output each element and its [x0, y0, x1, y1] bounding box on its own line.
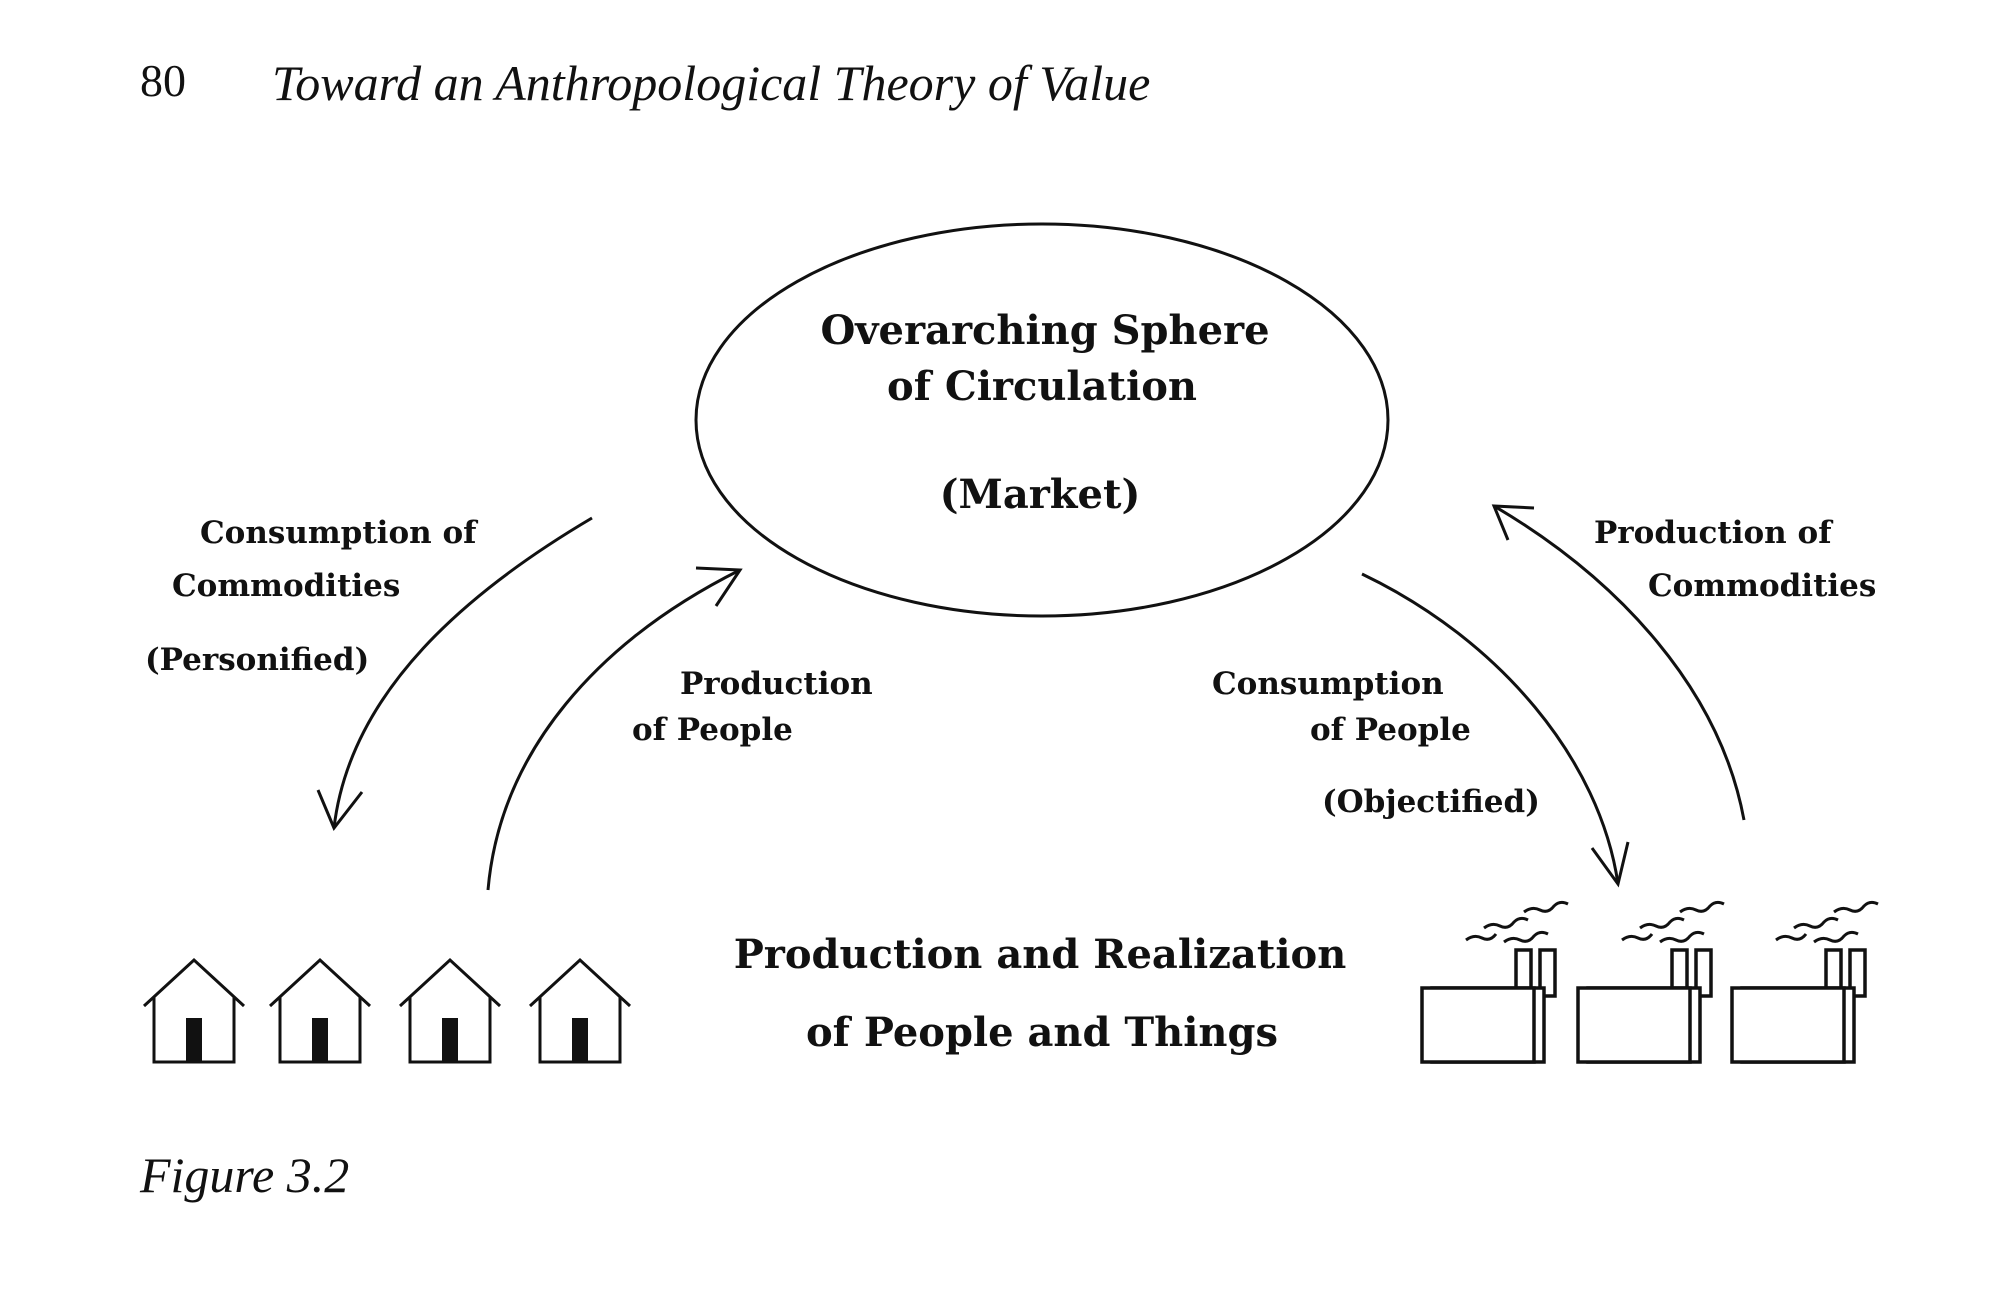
production-realization-line1: Production and Realization [734, 931, 1347, 978]
house-icon [268, 958, 372, 1064]
production-of-commodities-line1: Production of [1594, 515, 1833, 551]
figure-caption: Figure 3.2 [140, 1147, 350, 1203]
factory-icon [1730, 900, 1880, 1064]
production-realization-line2: of People and Things [806, 1009, 1278, 1056]
production-of-people-line1: Production [680, 666, 873, 702]
factory-icons [1420, 900, 1880, 1064]
market-title-line1: Overarching Sphere [820, 307, 1269, 354]
arrow-production-of-commodities [1491, 504, 1746, 821]
house-icon [142, 958, 246, 1064]
market-ellipse [694, 222, 1390, 618]
consumption-of-people-qualifier: (Objectified) [1322, 784, 1540, 820]
market-title-line2: of Circulation [887, 363, 1197, 410]
arrow-consumption-of-commodities [316, 516, 593, 831]
arrow-consumption-of-people [1361, 572, 1630, 888]
consumption-of-commodities-line2: Commodities [172, 568, 400, 604]
house-icons [142, 958, 632, 1064]
house-icon [528, 958, 632, 1064]
production-of-people-line2: of People [632, 712, 793, 748]
running-header-title: Toward an Anthropological Theory of Valu… [272, 55, 1151, 111]
arrow-production-of-people [486, 566, 743, 891]
consumption-of-commodities-line1: Consumption of [200, 515, 478, 551]
factory-icon [1576, 900, 1726, 1064]
factory-icon [1420, 900, 1570, 1064]
consumption-of-people-line1: Consumption [1212, 666, 1444, 702]
page-number: 80 [140, 55, 186, 106]
consumption-of-commodities-qualifier: (Personified) [145, 642, 369, 678]
market-subtitle: (Market) [940, 471, 1141, 518]
house-icon [398, 958, 502, 1064]
production-of-commodities-line2: Commodities [1648, 568, 1876, 604]
consumption-of-people-line2: of People [1310, 712, 1471, 748]
